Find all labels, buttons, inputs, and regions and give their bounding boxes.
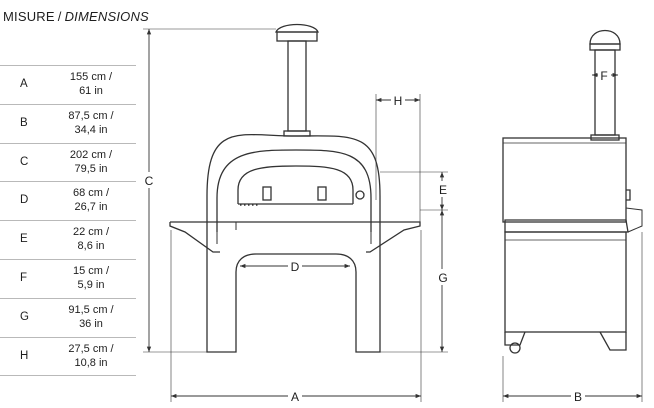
dimension-imperial: 26,7 in [74, 201, 108, 214]
front-dimension-lines [143, 28, 448, 402]
dimension-row-a: A 155 cm / 61 in [0, 65, 136, 105]
door-handle-left [262, 186, 272, 201]
dimensions-table: A 155 cm / 61 in B 87,5 cm /34,4 in C 202 cm… [0, 65, 136, 377]
title-en: DIMENSIONS [64, 9, 149, 24]
dimension-value: 91,5 cm /36 in [56, 303, 126, 331]
oven-dome-outer [206, 133, 381, 232]
label-d: D [291, 260, 300, 274]
side-dimension-labels: B F [571, 67, 611, 404]
title-it: MISURE [3, 9, 55, 24]
dimension-imperial: 36 in [79, 317, 103, 330]
side-chimney-cap [589, 30, 621, 45]
label-b: B [574, 390, 582, 404]
label-g: G [438, 271, 447, 285]
side-handle [626, 189, 631, 201]
dimension-key: H [20, 349, 29, 362]
front-view [169, 23, 421, 353]
dimension-value: 15 cm /5,9 in [56, 264, 126, 292]
label-a: A [291, 390, 299, 404]
dimension-imperial: 10,8 in [74, 356, 108, 369]
side-view [502, 30, 643, 354]
dimension-metric: 68 cm / [72, 187, 110, 200]
dimension-value: 155 cm / 61 in [56, 70, 126, 98]
dimension-value: 68 cm /26,7 in [56, 186, 126, 214]
dimension-row-b: B 87,5 cm /34,4 in [0, 105, 136, 144]
dimension-key: F [20, 271, 28, 284]
oven-dome-inner [216, 149, 372, 232]
dimension-metric: 22 cm / [72, 226, 110, 239]
dimension-key: A [20, 78, 28, 90]
side-dimension-lines [502, 72, 643, 402]
dimension-value: 27,5 cm /10,8 in [56, 342, 126, 370]
dimension-metric: 87,5 cm / [68, 109, 114, 122]
dimension-metric: 202 cm / [69, 148, 113, 161]
side-foot-right [599, 331, 627, 351]
thermometer-gauge [355, 190, 365, 200]
dimension-row-h: H 27,5 cm /10,8 in [0, 338, 136, 377]
label-e: E [439, 183, 447, 197]
oven-mouth [237, 165, 354, 204]
dimension-imperial: 79,5 in [74, 162, 108, 175]
dimension-row-g: G 91,5 cm /36 in [0, 299, 136, 338]
dimension-metric: 155 cm / [69, 71, 113, 83]
front-dimension-labels: C A D H E G [143, 92, 449, 404]
dimension-row-c: C 202 cm /79,5 in [0, 144, 136, 183]
side-foot-left [504, 331, 526, 346]
title-separator: / [57, 9, 62, 24]
label-f: F [600, 69, 607, 83]
dimension-key: C [20, 155, 29, 168]
side-chimney [594, 49, 616, 136]
dimension-key: E [20, 233, 28, 246]
dimension-imperial: 61 in [79, 85, 103, 97]
oven-legs [206, 232, 381, 353]
dimension-row-d: D 68 cm /26,7 in [0, 182, 136, 222]
side-chimney-collar [589, 43, 621, 51]
chimney-cap [275, 23, 319, 33]
dimension-key: D [20, 194, 29, 207]
dimension-value: 202 cm /79,5 in [56, 148, 126, 176]
page-title: MISURE/DIMENSIONS [3, 9, 149, 24]
side-body [502, 137, 627, 223]
dimension-imperial: 8,6 in [77, 240, 105, 253]
dimension-key: G [20, 310, 29, 323]
door-handle-right [317, 186, 327, 201]
dimension-metric: 27,5 cm / [68, 342, 114, 355]
dimension-value: 87,5 cm /34,4 in [56, 109, 126, 137]
dimension-imperial: 5,9 in [77, 278, 105, 291]
chimney [287, 40, 307, 132]
wheel-icon [509, 342, 521, 354]
dimension-key: B [20, 116, 28, 129]
dimension-value: 22 cm /8,6 in [56, 225, 126, 253]
label-h: H [394, 94, 403, 108]
dimension-imperial: 34,4 in [74, 123, 108, 136]
dimension-row-e: E 22 cm /8,6 in [0, 221, 136, 260]
dimension-row-f: F 15 cm /5,9 in [0, 260, 136, 299]
dimension-metric: 91,5 cm / [68, 303, 114, 316]
chimney-collar [276, 31, 318, 42]
label-c: C [145, 174, 154, 188]
side-base [504, 231, 627, 333]
dimension-metric: 15 cm / [72, 264, 110, 277]
side-shelves [169, 221, 421, 253]
